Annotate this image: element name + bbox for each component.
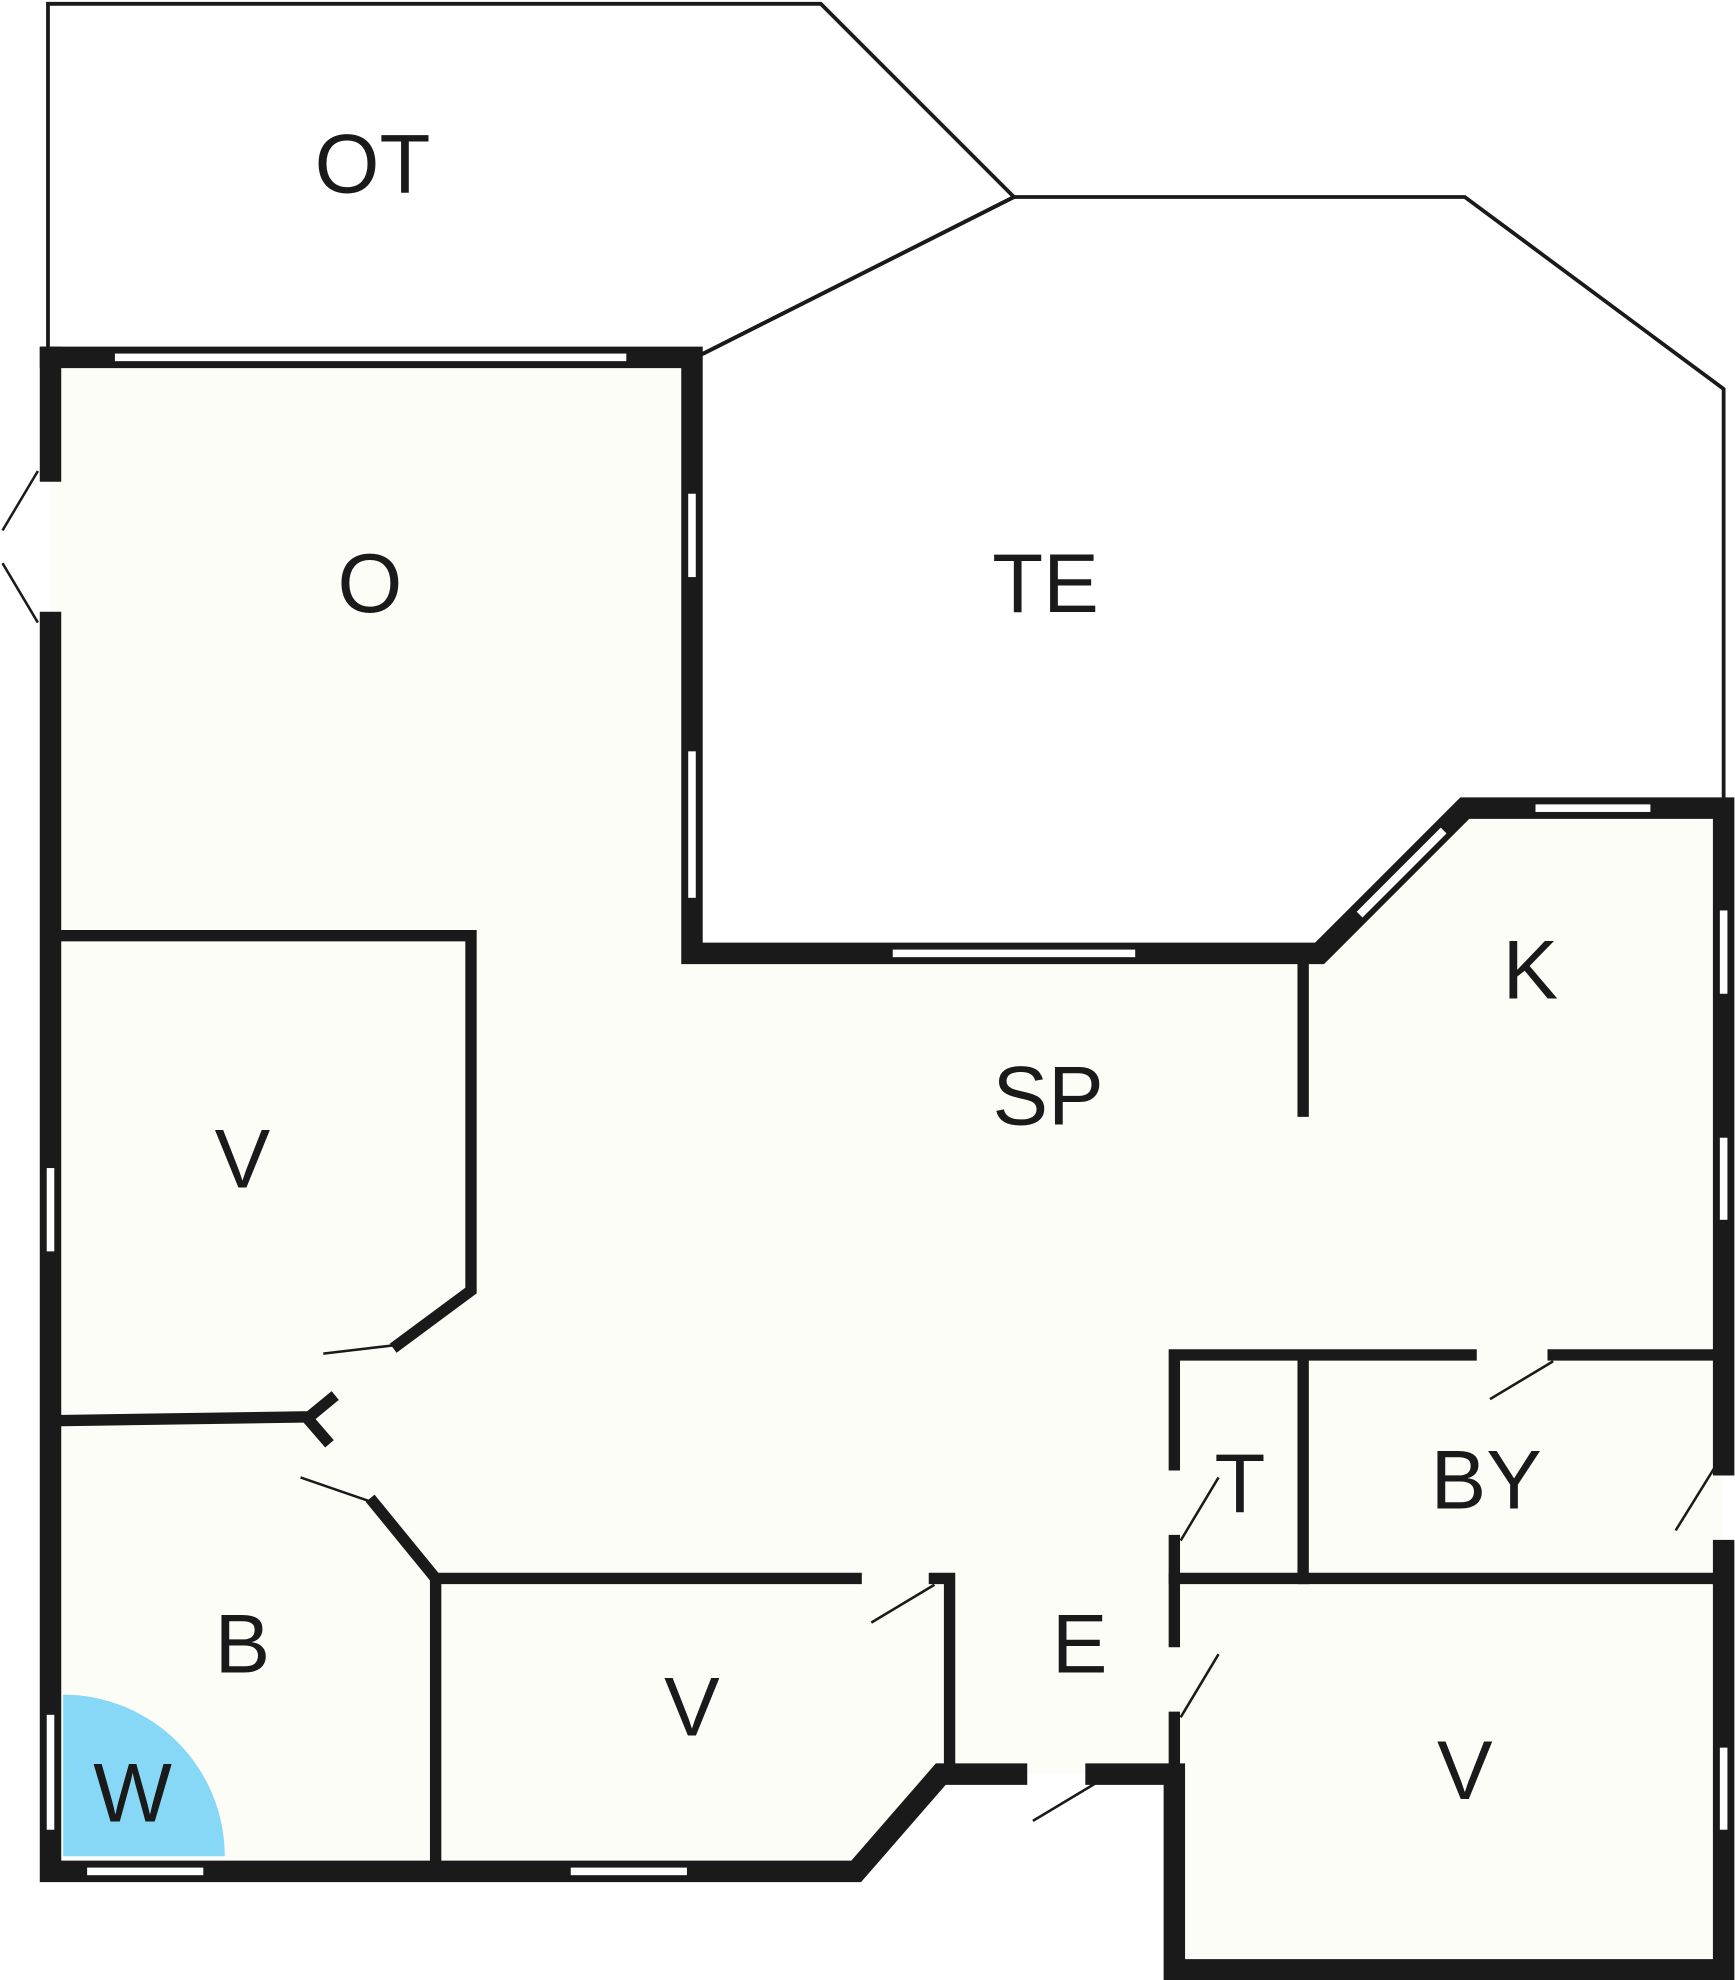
label-t: T: [1215, 1437, 1266, 1530]
label-ot: OT: [315, 118, 431, 211]
label-te: TE: [992, 537, 1098, 630]
label-v-bottom: V: [664, 1661, 720, 1754]
label-v-left: V: [215, 1113, 271, 1206]
label-k: K: [1503, 923, 1559, 1016]
label-o: O: [338, 537, 403, 630]
wardrobe-area: [63, 1694, 225, 1857]
label-w: W: [93, 1747, 172, 1840]
label-b: B: [215, 1598, 271, 1691]
label-v-right: V: [1437, 1724, 1493, 1817]
label-by: BY: [1431, 1433, 1542, 1526]
label-e: E: [1052, 1598, 1108, 1691]
label-sp: SP: [992, 1050, 1103, 1143]
interior-walls: [54, 930, 1730, 1878]
windows: [44, 351, 1730, 1878]
area-ot: [46, 1, 1018, 356]
doors: [1, 470, 1716, 1822]
